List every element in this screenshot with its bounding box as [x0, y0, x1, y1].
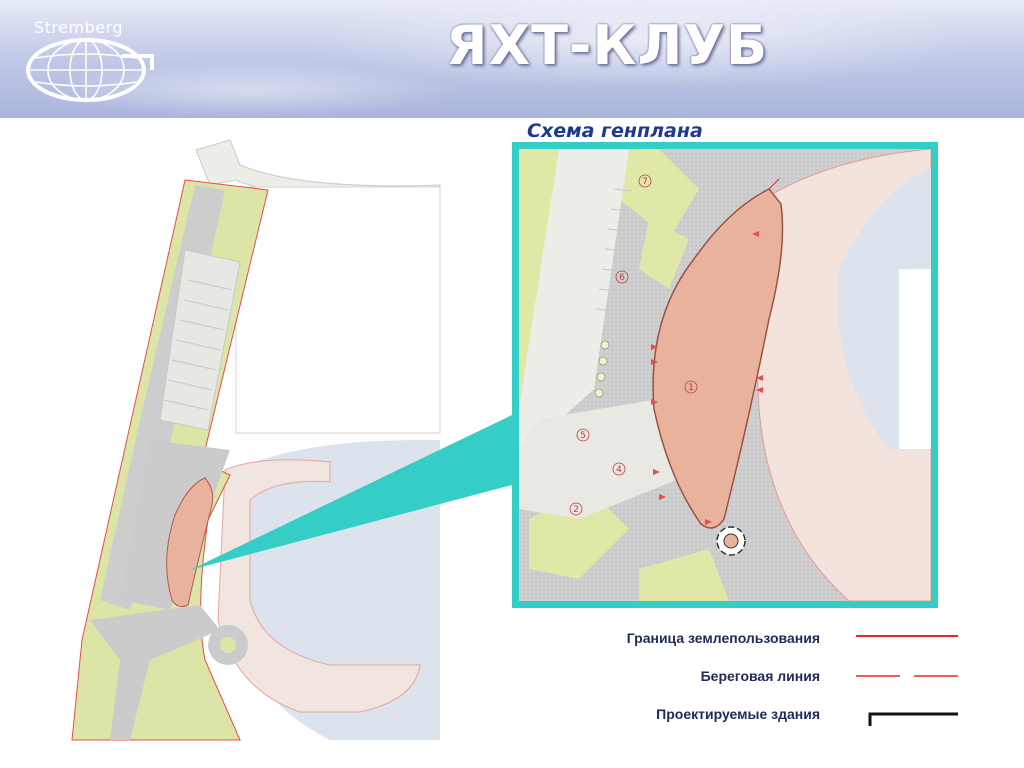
- plan-subtitle: Схема генплана: [527, 120, 703, 142]
- parking-lines: [163, 279, 233, 411]
- legend-label: Береговая линия: [700, 668, 820, 684]
- legend-solid-line-swatch: [856, 635, 958, 637]
- page-title: ЯХТ-КЛУБ: [445, 14, 769, 77]
- zoom-entrance-markers: [651, 231, 763, 525]
- legend-item-shoreline: Береговая линия: [560, 668, 960, 690]
- legend-item-boundary: Граница землепользования: [560, 630, 960, 652]
- empty-plot: [235, 186, 441, 434]
- zoom-clubhouse-building: [652, 188, 784, 529]
- zoom-callout-wedge: [190, 415, 512, 570]
- zoom-square: [519, 399, 679, 519]
- stremberg-globe-logo: [26, 38, 154, 102]
- legend-item-buildings: Проектируемые здания: [560, 706, 960, 728]
- marker-6: 6: [619, 273, 625, 283]
- marker-7: 7: [642, 177, 648, 187]
- parking: [159, 249, 241, 431]
- zoomed-plan: 1 2 4 5 6 7: [519, 149, 931, 601]
- zoom-planters: [594, 340, 610, 398]
- marker-1: 1: [688, 383, 694, 393]
- logo-wordmark: Stremberg: [34, 18, 124, 37]
- legend-label: Проектируемые здания: [656, 706, 820, 722]
- header-banner: Stremberg ЯХТ-КЛУБ: [0, 0, 1024, 118]
- zoom-parking-lines: [595, 188, 632, 312]
- clubhouse-building: [166, 477, 214, 608]
- header-gradient: [0, 0, 1024, 118]
- zoom-green-mid: [639, 219, 689, 289]
- marker-5: 5: [580, 431, 586, 441]
- marker-2: 2: [573, 505, 579, 515]
- zoom-promenade: [519, 149, 629, 449]
- legend-dashed-line-swatch: [856, 675, 958, 677]
- bottom-roads: [90, 605, 220, 740]
- legend-building-swatch: [868, 712, 958, 726]
- legend-label: Граница землепользования: [626, 630, 820, 646]
- zoomed-plan-frame: 1 2 4 5 6 7: [512, 142, 938, 608]
- zoom-number-markers: 1 2 4 5 6 7: [569, 174, 698, 516]
- marker-4: 4: [616, 465, 622, 475]
- overall-site-plan: [71, 139, 512, 741]
- zoom-green-bottom: [639, 549, 729, 601]
- pier: [217, 459, 421, 713]
